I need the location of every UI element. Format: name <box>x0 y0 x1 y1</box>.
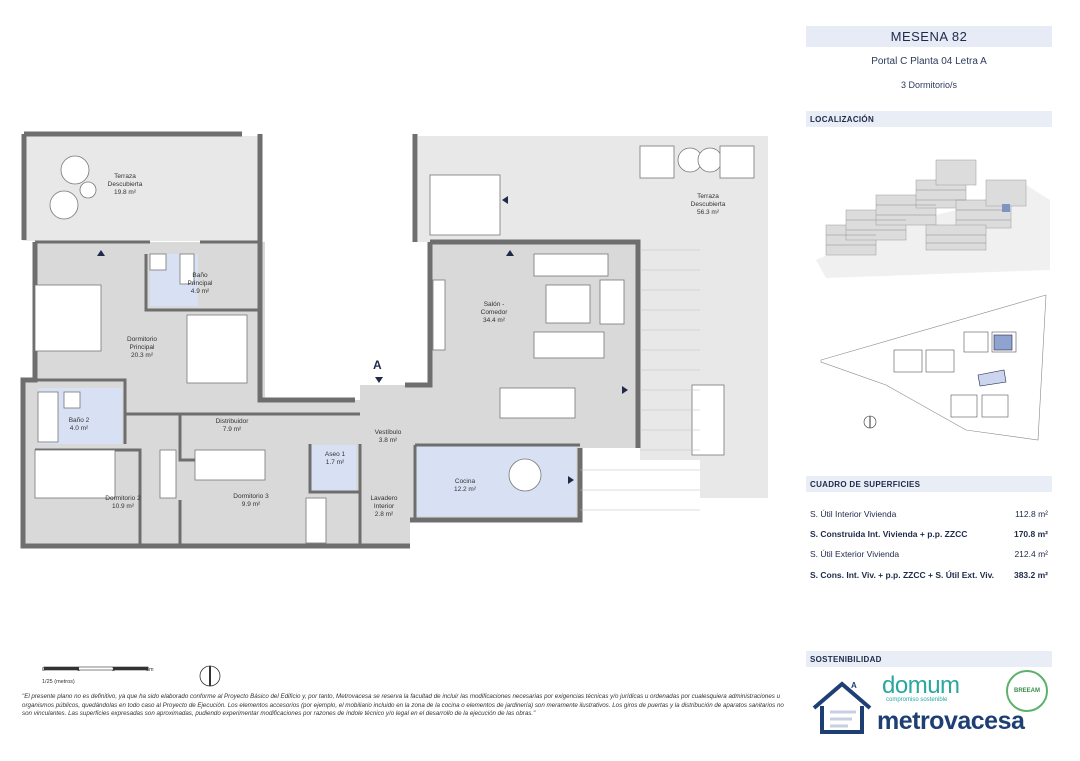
room-lavadero: Lavadero Interior 2.8 m² <box>370 495 398 518</box>
project-title: MESENA 82 <box>806 26 1052 47</box>
room-dormitorio3: Dormitorio 3 9.9 m² <box>233 493 269 508</box>
breeam-badge: BREEAM <box>1006 670 1048 712</box>
surface-value: 212.4 m² <box>1014 549 1048 559</box>
surface-label: S. Construida Int. Vivienda + p.p. ZZCC <box>810 529 968 539</box>
surface-value: 170.8 m² <box>1013 529 1048 539</box>
surface-label: S. Útil Exterior Vivienda <box>810 549 900 559</box>
surface-value: 112.8 m² <box>1015 509 1048 519</box>
surface-row: S. Cons. Int. Viv. + p.p. ZZCC + S. Útil… <box>810 570 1048 580</box>
floor-plan <box>20 131 768 549</box>
terrace-left <box>23 136 261 241</box>
surface-row: S. Construida Int. Vivienda + p.p. ZZCC … <box>810 529 1048 539</box>
entrance-marker: A <box>373 358 382 372</box>
room-bano2: Baño 2 4.0 m² <box>68 417 90 432</box>
surface-value: 383.2 m² <box>1013 570 1048 580</box>
building-render <box>806 140 1052 280</box>
scale-label: 1/25 (metros) <box>42 679 75 685</box>
domum-tagline: compromiso sostenible <box>886 697 948 703</box>
scale-bar <box>43 666 149 671</box>
legal-disclaimer: "El presente plano no es definitivo, ya … <box>22 693 784 717</box>
room-cocina: Cocina 12.2 m² <box>453 478 477 493</box>
room-dormitorio-principal: Dormitorio Principal 20.3 m² <box>127 336 157 359</box>
surfaces-header: CUADRO DE SUPERFICIES <box>806 476 1052 492</box>
room-dormitorio2: Dormitorio 2 10.9 m² <box>105 495 141 510</box>
north-arrow-icon <box>199 665 221 687</box>
location-header: LOCALIZACIÓN <box>806 111 1052 127</box>
energy-cert-letter: A <box>851 681 857 690</box>
scale-tick: 3m <box>146 667 154 673</box>
room-salon: Salón - Comedor 34.4 m² <box>480 301 508 324</box>
cocina-area <box>416 446 576 516</box>
room-terraza-right: Terraza Descubierta 56.3 m² <box>690 193 726 216</box>
room-bano-principal: Baño Principal 4.9 m² <box>187 272 213 295</box>
room-terraza-left: Terraza Descubierta 19.8 m² <box>107 173 143 196</box>
terrace-right <box>418 136 768 498</box>
bedrooms-label: 3 Dormitorio/s <box>900 80 957 90</box>
energy-cert-icon <box>812 681 872 734</box>
surface-label: S. Útil Interior Vivienda <box>810 509 897 519</box>
room-distribuidor: Distribuidor 7.9 m² <box>215 418 249 433</box>
surface-label: S. Cons. Int. Viv. + p.p. ZZCC + S. Útil… <box>810 570 995 580</box>
scale-tick: 2 <box>112 667 116 673</box>
surface-row: S. Útil Exterior Vivienda 212.4 m² <box>810 549 1048 559</box>
scale-tick: 1 <box>77 667 81 673</box>
room-aseo1: Aseo 1 1.7 m² <box>324 451 346 466</box>
domum-logo: domum <box>882 672 960 699</box>
surface-row: S. Útil Interior Vivienda 112.8 m² <box>810 509 1048 519</box>
room-vestibulo: Vestíbulo 3.8 m² <box>374 429 402 444</box>
sustainability-header: SOSTENIBILIDAD <box>806 651 1052 667</box>
aseo1-area <box>310 445 356 493</box>
unit-subtitle: Portal C Planta 04 Letra A <box>871 56 987 67</box>
scale-tick: 0 <box>42 667 46 673</box>
metrovacesa-logo: metrovacesa <box>877 707 1025 735</box>
site-plan <box>820 294 1047 441</box>
